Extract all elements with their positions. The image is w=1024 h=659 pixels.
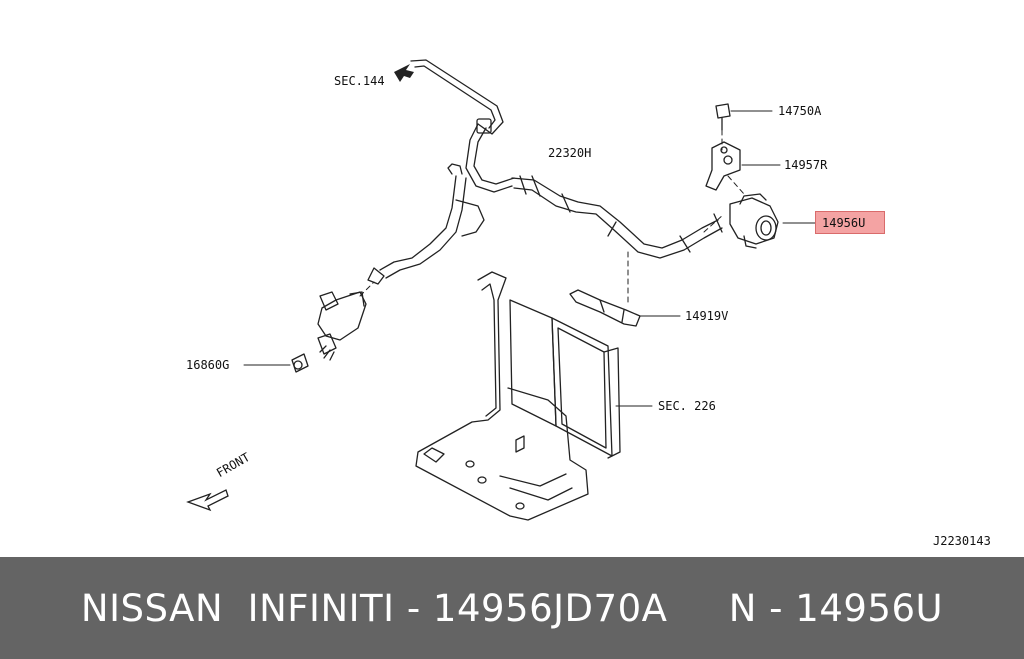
bolt-and-bracket <box>705 103 741 191</box>
leader-lines <box>243 110 819 407</box>
ecu-module <box>509 299 621 459</box>
mounting-bracket <box>415 271 589 521</box>
label-14956u: 14956U <box>822 216 866 230</box>
label-sec-226: SEC. 226 <box>658 399 716 413</box>
highlight-14956u <box>815 211 885 234</box>
upper-hose <box>410 59 515 193</box>
part-14956u-drawing <box>729 193 779 249</box>
label-sec-144: SEC.144 <box>334 74 385 88</box>
diagram-code: J2230143 <box>933 534 991 548</box>
label-14919v: 14919V <box>685 309 729 323</box>
valve-assembly <box>291 291 367 373</box>
dashed-lines <box>359 129 745 307</box>
arrows <box>186 64 414 512</box>
clip-14919v <box>569 289 641 327</box>
label-16860g: 16860G <box>186 358 230 372</box>
tube-22320h <box>511 175 723 259</box>
lower-hose <box>367 163 485 285</box>
diagram-drawing <box>186 59 819 521</box>
label-14750a: 14750A <box>778 104 822 118</box>
part-number-caption: NISSAN INFINITI - 14956JD70A N - 14956U <box>80 586 944 630</box>
label-22320h: 22320H <box>548 146 592 160</box>
label-14957r: 14957R <box>784 158 828 172</box>
footer-banner: NISSAN INFINITI - 14956JD70A N - 14956U <box>0 557 1024 659</box>
parts-diagram: SEC.144 22320H 14750A 14957R 14956U 1491… <box>186 59 991 548</box>
